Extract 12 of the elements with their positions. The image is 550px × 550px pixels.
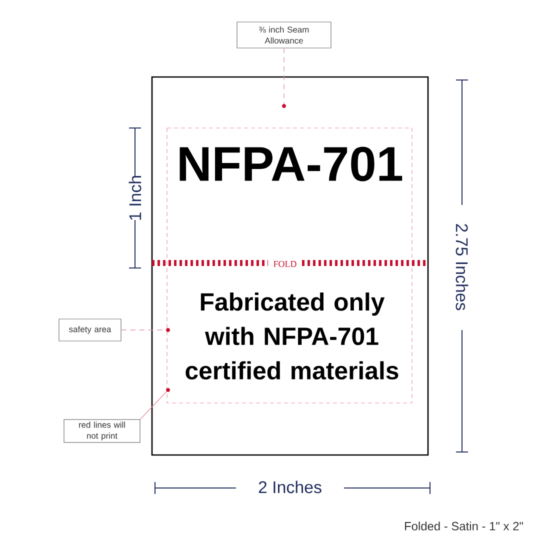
fold-label: FOLD [274,261,296,268]
dimension-label: 2.75 Inches [456,224,468,310]
callout-box: red lines will not print [64,419,140,443]
heading: NFPA-701 [180,146,402,182]
callout-box: safety area [58,318,122,342]
caption: Folded - Satin - 1" x 2" [405,522,523,530]
body-text: Fabricated only with NFPA-701 certified materials [186,292,398,380]
dimension-label: 2 Inches [258,480,322,494]
callout-box: ⅜ inch Seam Allowance [236,22,332,48]
leader-line [140,391,167,420]
dimension-label: 1 Inch [128,176,142,220]
label-card [151,76,429,456]
